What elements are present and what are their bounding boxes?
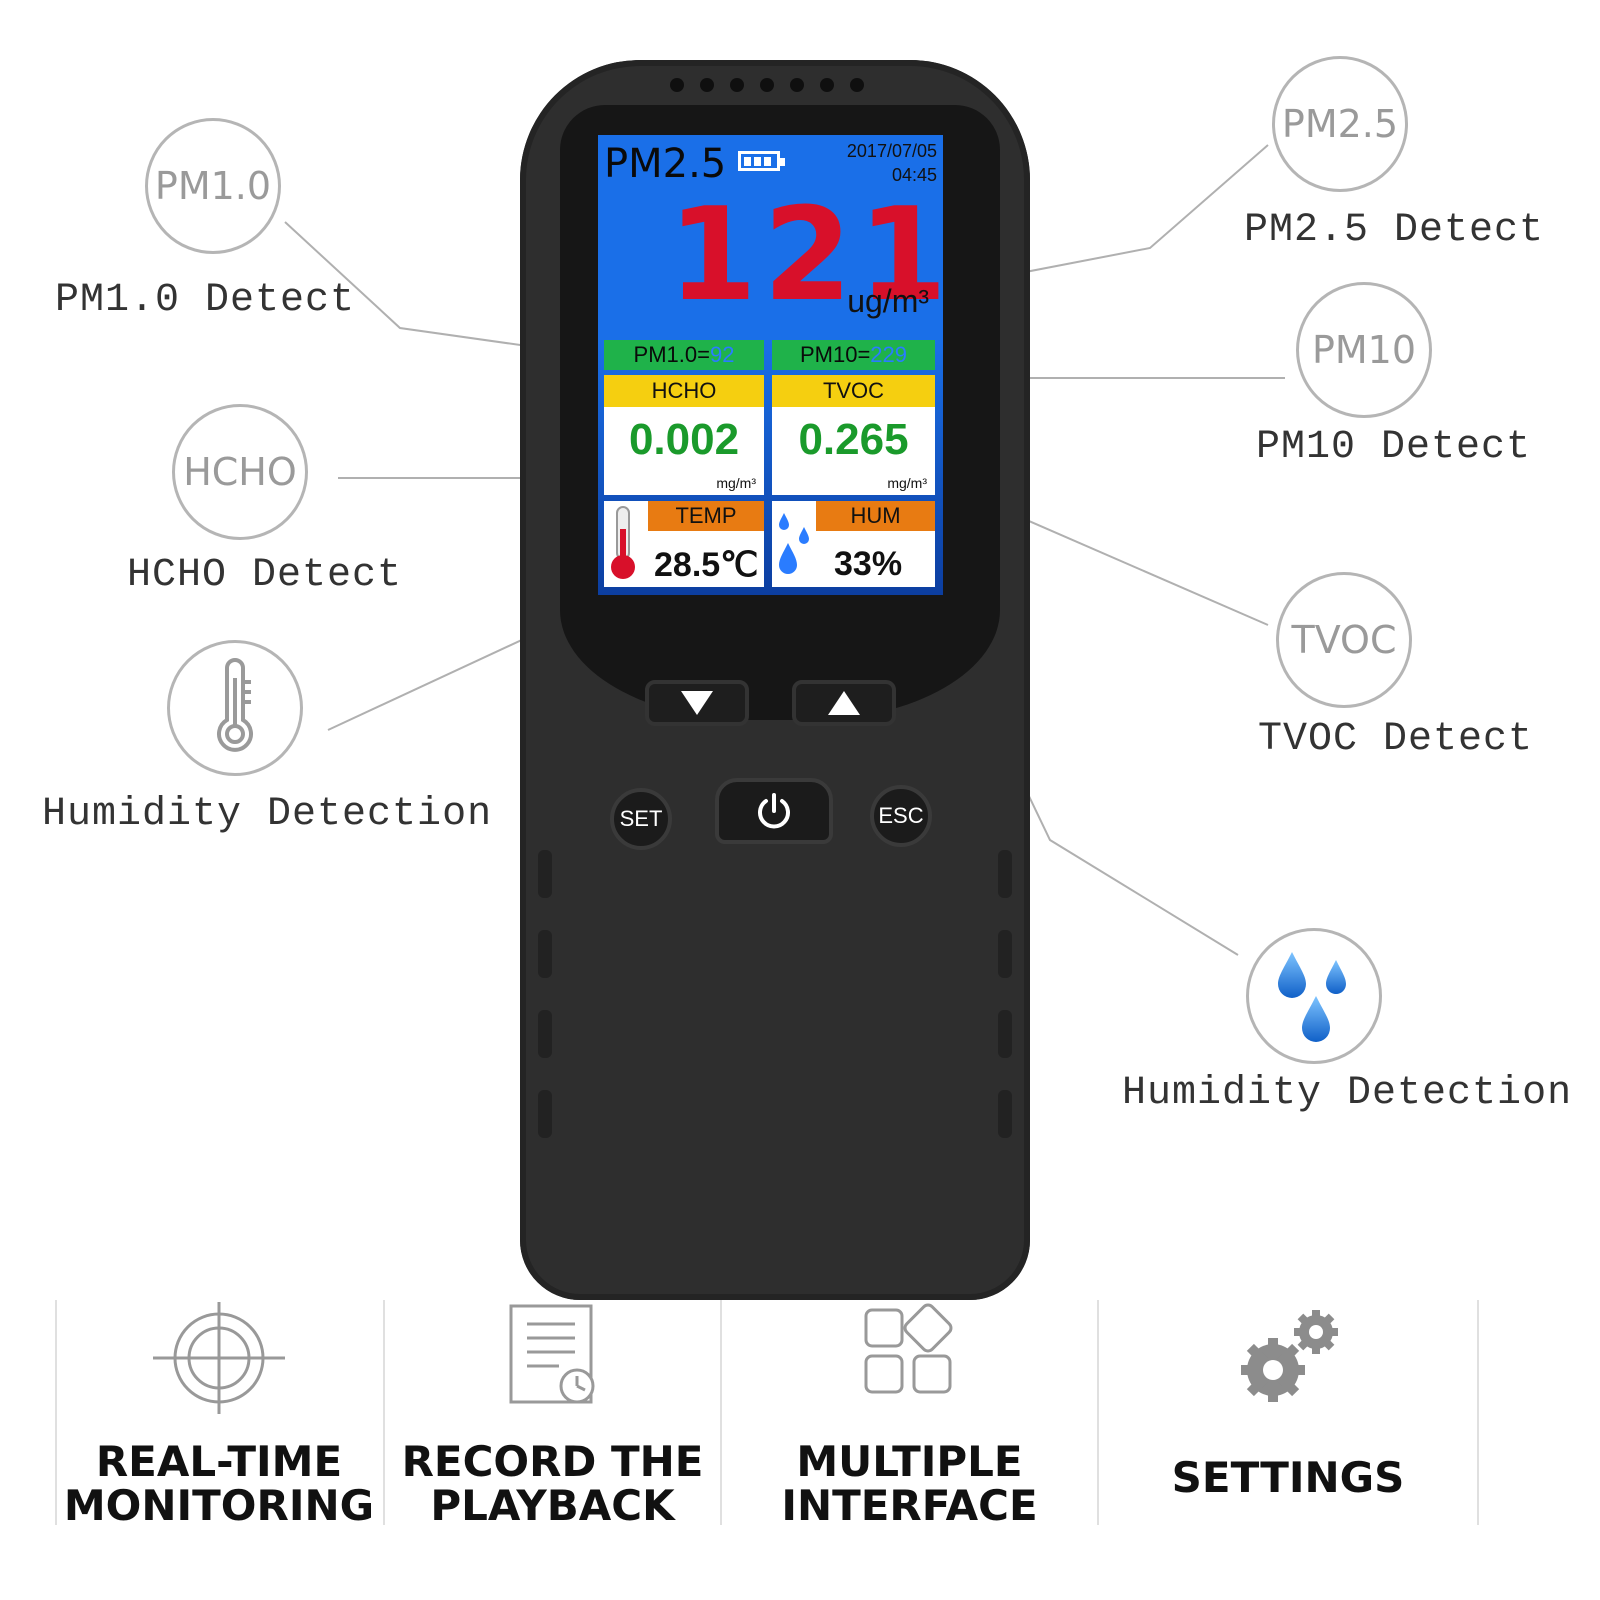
power-button[interactable]	[715, 778, 833, 844]
grip-ridge	[538, 1010, 552, 1058]
feature-interface: MULTIPLE INTERFACE	[722, 1300, 1097, 1530]
grip-ridge	[538, 850, 552, 898]
feature-interface-label: MULTIPLE INTERFACE	[722, 1440, 1097, 1528]
pm10-strip: PM10=229	[772, 340, 935, 370]
feature-realtime-line1: REAL-TIME	[95, 1437, 343, 1486]
feature-divider	[55, 1300, 57, 1525]
pm10-callout-label: PM10 Detect	[1256, 425, 1532, 470]
document-clock-icon	[509, 1304, 594, 1404]
lcd-screen: PM2.5 2017/07/05 04:45 121 ug/m³ PM1.0=9…	[598, 135, 943, 595]
screen-time: 04:45	[891, 165, 937, 185]
down-button[interactable]	[645, 680, 749, 726]
feature-settings-line1: SETTINGS	[1171, 1453, 1405, 1502]
hcho-header: HCHO	[604, 375, 764, 407]
esc-button-label: ESC	[878, 803, 924, 828]
up-button[interactable]	[792, 680, 896, 726]
hcho-callout-circle: HCHO	[172, 404, 308, 540]
hum-header: HUM	[816, 501, 935, 531]
feature-interface-line2: INTERFACE	[781, 1481, 1038, 1530]
main-reading: 121	[668, 181, 943, 330]
air-quality-monitor: PM2.5 2017/07/05 04:45 121 ug/m³ PM1.0=9…	[520, 60, 1030, 1300]
hum-cell: HUM 33%	[772, 501, 935, 587]
grip-ridge	[998, 930, 1012, 978]
screen-date: 2017/07/05	[846, 141, 937, 161]
water-drops-icon	[779, 513, 809, 574]
feature-realtime-line2: MONITORING	[63, 1481, 375, 1530]
pm1-callout-label: PM1.0 Detect	[55, 278, 356, 323]
tvoc-header: TVOC	[772, 375, 935, 407]
triangle-down-icon	[681, 691, 713, 715]
hcho-callout-label: HCHO Detect	[127, 553, 403, 598]
set-button-label: SET	[619, 806, 663, 831]
feature-divider	[720, 1300, 722, 1525]
pm1-value: 92	[709, 342, 735, 367]
gears-icon	[1241, 1310, 1338, 1402]
pm10-callout-circle: PM10	[1296, 282, 1432, 418]
feature-realtime-label: REAL-TIME MONITORING	[55, 1440, 383, 1528]
pm1-label: PM1.0=	[633, 342, 710, 367]
tvoc-value: 0.265	[798, 415, 909, 464]
temp-callout-label: Humidity Detection	[42, 792, 493, 837]
screen-datetime: 2017/07/05 04:45	[847, 139, 937, 187]
grip-ridge	[998, 1010, 1012, 1058]
feature-realtime: REAL-TIME MONITORING	[55, 1300, 383, 1530]
thermometer-icon	[611, 506, 635, 579]
tvoc-callout-text: TVOC	[1291, 618, 1397, 662]
temp-cell: TEMP 28.5℃	[604, 501, 764, 587]
grip-ridge	[998, 850, 1012, 898]
pm25-callout-label: PM2.5 Detect	[1244, 208, 1545, 253]
tvoc-cell: TVOC 0.265 mg/m³	[772, 375, 935, 495]
crosshair-icon	[153, 1302, 285, 1414]
main-unit: ug/m³	[847, 283, 929, 319]
temp-value: 28.5℃	[654, 546, 759, 584]
water-drops-icon	[1278, 952, 1346, 1042]
grip-ridge	[538, 1090, 552, 1138]
feature-record: RECORD THE PLAYBACK	[385, 1300, 720, 1530]
feature-divider	[1477, 1300, 1479, 1525]
feature-interface-line1: MULTIPLE	[796, 1437, 1023, 1486]
speaker-grille	[670, 78, 864, 92]
humidity-callout-label: Humidity Detection	[1122, 1071, 1573, 1116]
thermometer-icon	[217, 658, 253, 752]
tvoc-callout-circle: TVOC	[1276, 572, 1412, 708]
esc-button[interactable]: ESC	[870, 785, 932, 847]
triangle-up-icon	[828, 691, 860, 715]
feature-record-line2: PLAYBACK	[430, 1481, 675, 1530]
hcho-value: 0.002	[628, 415, 740, 464]
pm10-value: 229	[870, 342, 908, 367]
pm1-strip: PM1.0=92	[604, 340, 764, 370]
grip-ridge	[538, 930, 552, 978]
feature-settings-label: SETTINGS	[1099, 1456, 1477, 1500]
battery-icon	[738, 151, 785, 171]
tvoc-unit: mg/m³	[887, 475, 927, 491]
hum-value: 33%	[834, 545, 903, 583]
pm25-callout-text: PM2.5	[1281, 102, 1399, 146]
hcho-cell: HCHO 0.002 mg/m³	[604, 375, 764, 495]
feature-record-label: RECORD THE PLAYBACK	[385, 1440, 720, 1528]
pm10-callout-text: PM10	[1311, 328, 1417, 372]
pm25-callout-circle: PM2.5	[1272, 56, 1408, 192]
temp-callout-circle	[167, 640, 303, 776]
pm1-callout-circle: PM1.0	[145, 118, 281, 254]
set-button[interactable]: SET	[610, 788, 672, 850]
humidity-callout-circle	[1246, 928, 1382, 1064]
grip-ridge	[998, 1090, 1012, 1138]
hcho-unit: mg/m³	[716, 475, 756, 491]
temp-header: TEMP	[648, 501, 764, 531]
pm10-label: PM10=	[799, 342, 871, 367]
tvoc-callout-label: TVOC Detect	[1258, 717, 1534, 762]
feature-record-line1: RECORD THE	[401, 1437, 704, 1486]
hcho-callout-text: HCHO	[183, 450, 297, 494]
power-icon	[758, 793, 790, 829]
pm1-callout-text: PM1.0	[154, 164, 272, 208]
feature-bar: REAL-TIME MONITORING RECORD THE PLAYBACK	[55, 1300, 1485, 1530]
screen-title: PM2.5	[604, 141, 727, 187]
feature-divider	[1097, 1300, 1099, 1525]
feature-divider	[383, 1300, 385, 1525]
grid-icon	[864, 1303, 952, 1394]
feature-settings: SETTINGS	[1099, 1300, 1477, 1530]
